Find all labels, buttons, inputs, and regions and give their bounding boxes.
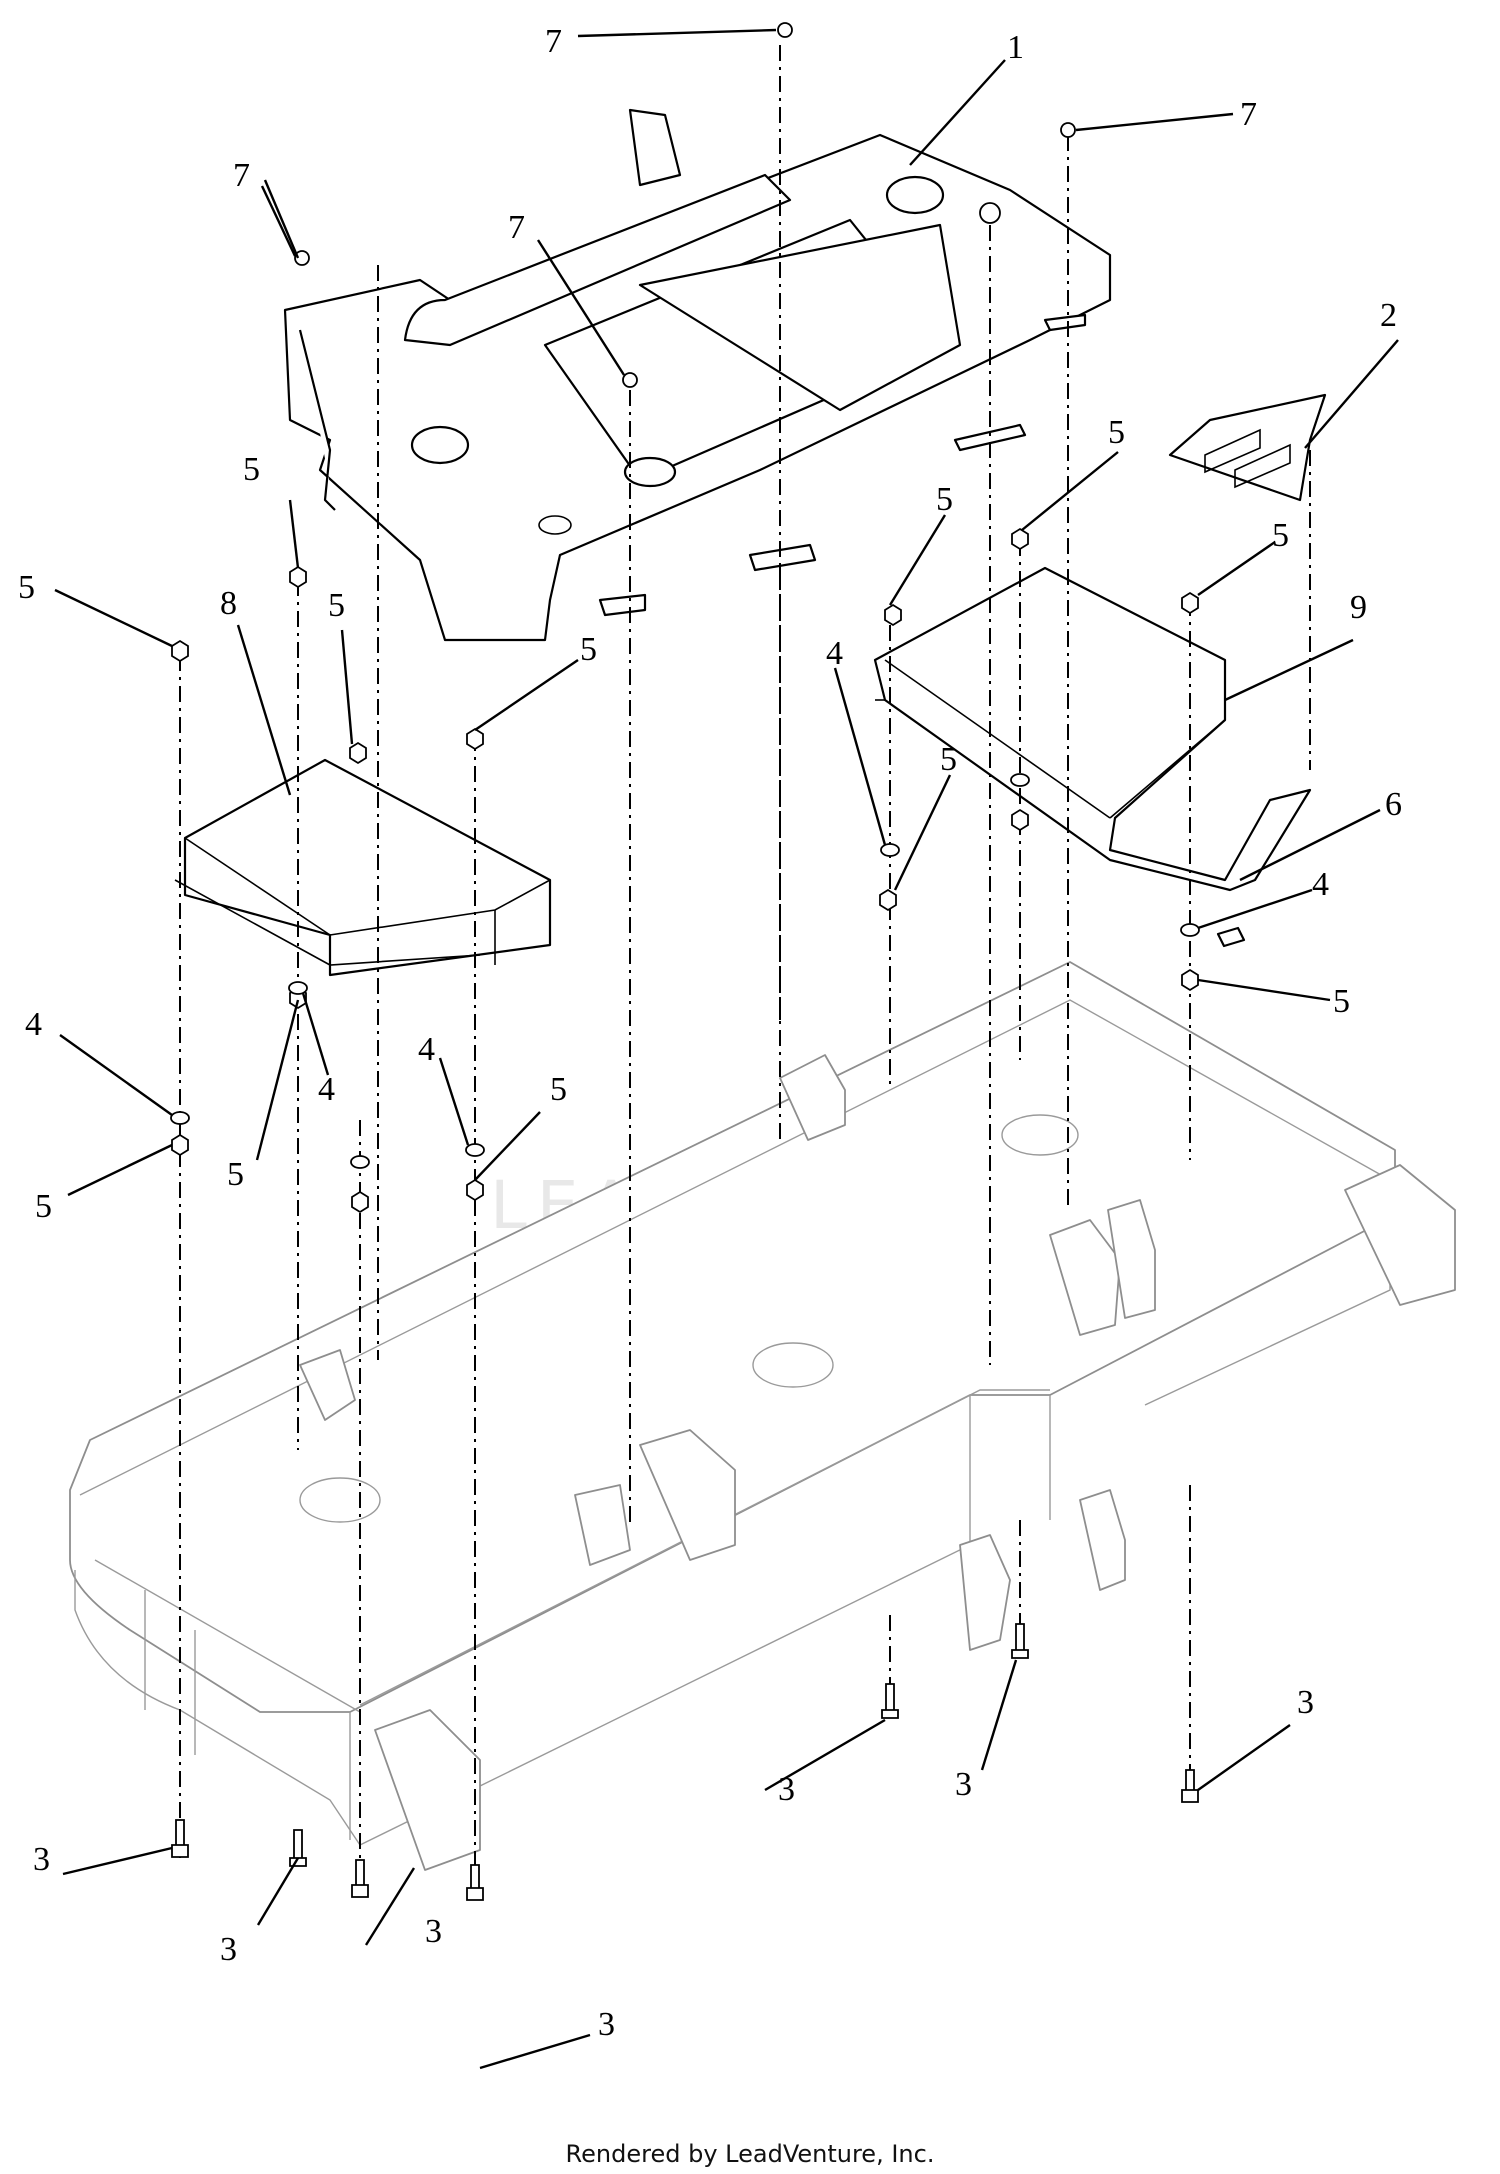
callout-5: 5 xyxy=(243,451,260,488)
screw-7b xyxy=(1060,122,1076,138)
callout-4: 4 xyxy=(418,1031,435,1068)
footrest-cover xyxy=(283,108,1112,642)
callout-8: 8 xyxy=(220,585,237,622)
callout-5: 5 xyxy=(1333,983,1350,1020)
callout-5: 5 xyxy=(35,1188,52,1225)
callout-3: 3 xyxy=(425,1913,442,1950)
footer-credit: Rendered by LeadVenture, Inc. xyxy=(565,2140,935,2168)
callout-3: 3 xyxy=(778,1771,795,1808)
callout-5: 5 xyxy=(580,631,597,668)
callout-7: 7 xyxy=(233,157,250,194)
callout-3: 3 xyxy=(1297,1684,1314,1721)
callout-4: 4 xyxy=(318,1071,335,1108)
callout-3: 3 xyxy=(220,1931,237,1968)
callout-5: 5 xyxy=(227,1156,244,1193)
screw-7d xyxy=(622,372,638,388)
callout-3: 3 xyxy=(955,1766,972,1803)
callout-5: 5 xyxy=(940,741,957,778)
screw-7c xyxy=(294,250,310,266)
leader-lines xyxy=(54,28,1399,2070)
right-cover xyxy=(873,566,1312,892)
callout-labels: 7 1 7 7 7 2 5 5 5 5 5 8 5 5 9 4 5 6 4 5 … xyxy=(18,23,1402,2043)
left-cover xyxy=(174,758,552,977)
callout-2: 2 xyxy=(1380,297,1397,334)
plate xyxy=(1168,393,1327,502)
callout-5: 5 xyxy=(550,1071,567,1108)
mower-deck xyxy=(69,961,1456,1871)
callout-5: 5 xyxy=(328,587,345,624)
callout-4: 4 xyxy=(826,635,843,672)
screw-7a xyxy=(777,22,793,38)
callout-6: 6 xyxy=(1385,786,1402,823)
callout-5: 5 xyxy=(1272,517,1289,554)
callout-5: 5 xyxy=(936,481,953,518)
callout-9: 9 xyxy=(1350,589,1367,626)
callout-5: 5 xyxy=(18,569,35,606)
callout-7: 7 xyxy=(545,23,562,60)
assembly-axes xyxy=(179,45,1311,1880)
callout-1: 1 xyxy=(1007,29,1024,66)
callout-7: 7 xyxy=(508,209,525,246)
callout-5: 5 xyxy=(1108,414,1125,451)
callout-4: 4 xyxy=(1312,866,1329,903)
callout-4: 4 xyxy=(25,1006,42,1043)
clip xyxy=(1216,926,1246,948)
hardware xyxy=(170,22,1200,1901)
callout-7: 7 xyxy=(1240,96,1257,133)
callout-3: 3 xyxy=(598,2006,615,2043)
callout-3: 3 xyxy=(33,1841,50,1878)
